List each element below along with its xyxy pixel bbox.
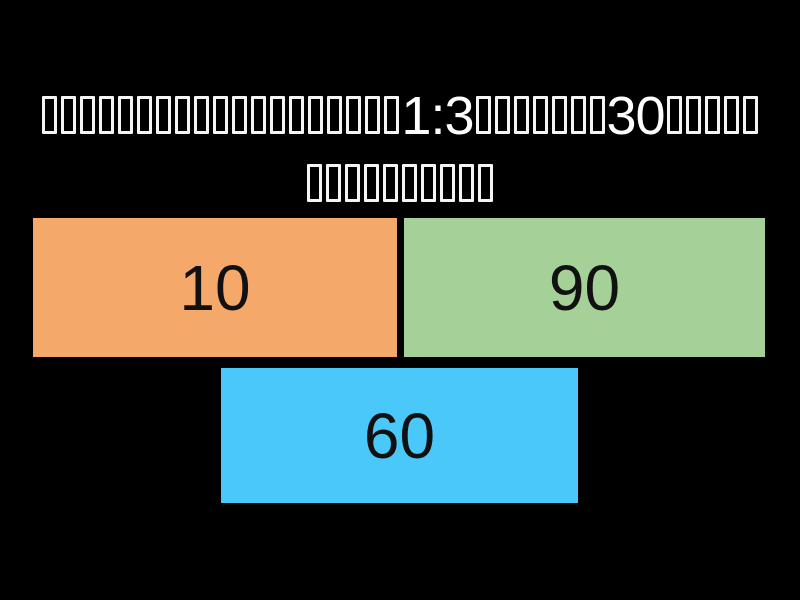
missing-glyph-box xyxy=(589,96,605,134)
missing-glyph-box xyxy=(364,164,379,202)
missing-glyph-box xyxy=(232,96,248,134)
missing-glyph-box xyxy=(346,96,362,134)
question-line: 1:3 30 xyxy=(0,82,800,150)
missing-glyph-box xyxy=(685,96,701,134)
missing-glyph-box xyxy=(345,164,360,202)
missing-glyph-box xyxy=(326,164,341,202)
missing-glyph-box xyxy=(308,96,324,134)
missing-glyph-box xyxy=(513,96,529,134)
question-visible-text: 1:3 xyxy=(401,86,474,146)
answer-option[interactable]: 60 xyxy=(221,368,578,503)
missing-glyph-box xyxy=(99,96,115,134)
missing-glyph-box xyxy=(365,96,381,134)
missing-glyph-box xyxy=(270,96,286,134)
missing-glyph-box xyxy=(137,96,153,134)
missing-glyph-box xyxy=(570,96,586,134)
missing-glyph-box xyxy=(289,96,305,134)
missing-glyph-box xyxy=(251,96,267,134)
missing-glyph-box xyxy=(383,164,398,202)
missing-glyph-box xyxy=(723,96,739,134)
question-line xyxy=(0,150,800,218)
missing-glyph-box xyxy=(478,164,493,202)
missing-glyph-box xyxy=(175,96,191,134)
missing-glyph-box xyxy=(327,96,343,134)
missing-glyph-box xyxy=(551,96,567,134)
missing-glyph-box xyxy=(307,164,322,202)
missing-glyph-box xyxy=(421,164,436,202)
question-text: 1:3 30 xyxy=(0,82,800,218)
missing-glyph-box xyxy=(402,164,417,202)
missing-glyph-box xyxy=(118,96,134,134)
answer-option[interactable]: 90 xyxy=(404,218,765,357)
missing-glyph-box xyxy=(704,96,720,134)
answer-option[interactable]: 10 xyxy=(33,218,397,357)
missing-glyph-box xyxy=(213,96,229,134)
missing-glyph-box xyxy=(494,96,510,134)
missing-glyph-box xyxy=(742,96,758,134)
missing-glyph-box xyxy=(156,96,172,134)
missing-glyph-box xyxy=(80,96,96,134)
missing-glyph-box xyxy=(42,96,58,134)
question-visible-text: 30 xyxy=(606,86,666,146)
missing-glyph-box xyxy=(384,96,400,134)
missing-glyph-box xyxy=(61,96,77,134)
missing-glyph-box xyxy=(532,96,548,134)
missing-glyph-box xyxy=(475,96,491,134)
missing-glyph-box xyxy=(666,96,682,134)
missing-glyph-box xyxy=(194,96,210,134)
missing-glyph-box xyxy=(440,164,455,202)
missing-glyph-box xyxy=(459,164,474,202)
